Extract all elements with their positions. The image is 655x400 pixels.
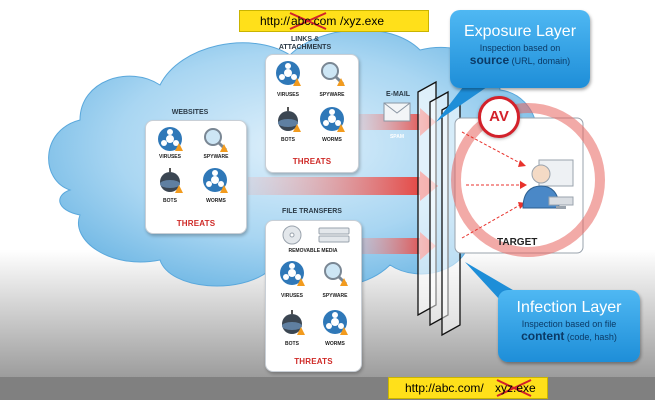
websites-threats: THREATS — [176, 219, 216, 228]
av-badge: AV — [478, 96, 520, 138]
websites-spyware-label: SPYWARE — [203, 154, 229, 160]
infection-bold: content — [521, 329, 565, 343]
files-spyware-label: SPYWARE — [322, 293, 348, 299]
links-panel: VIRUSES SPYWARE BOTS WORMS THREATS — [265, 54, 359, 173]
infection-line1: Inspection based on file — [521, 319, 617, 329]
bug-icon — [323, 310, 348, 335]
magnifier-icon — [321, 62, 345, 86]
links-title-line1: LINKS & — [291, 36, 319, 43]
email-title: E-MAIL — [385, 91, 411, 98]
top-url-domain: abc.com — [291, 14, 337, 28]
drive-icon — [318, 227, 350, 243]
target-label: TARGET — [497, 237, 538, 248]
links-worms-label: WORMS — [322, 137, 342, 143]
infection-title: Infection Layer — [516, 299, 622, 316]
websites-bots-label: BOTS — [163, 198, 177, 204]
links-viruses-label: VIRUSES — [277, 92, 299, 98]
files-viruses-label: VIRUSES — [281, 293, 303, 299]
links-spyware-label: SPYWARE — [319, 92, 345, 98]
files-title: FILE TRANSFERS — [282, 208, 342, 215]
exposure-rest: (URL, domain) — [509, 56, 571, 66]
biohazard-icon — [280, 261, 305, 286]
websites-worms-label: WORMS — [206, 198, 226, 204]
websites-viruses-label: VIRUSES — [159, 154, 181, 160]
files-panel: REMOVABLE MEDIA VIRUSES SPYWARE BOTS WOR… — [265, 220, 362, 372]
magnifier-icon — [324, 262, 348, 286]
files-threats: THREATS — [294, 357, 333, 366]
exposure-title: Exposure Layer — [463, 23, 577, 40]
top-url-path: /xyz.exe — [340, 14, 385, 28]
links-threats: THREATS — [292, 157, 332, 166]
exposure-layer-callout: Exposure Layer Inspection based on sourc… — [450, 10, 590, 88]
bomb-icon — [278, 107, 301, 132]
exposure-bold: source — [469, 53, 510, 67]
bug-icon — [203, 168, 228, 193]
exposure-line1: Inspection based on — [479, 43, 561, 53]
bottom-bar — [0, 377, 655, 400]
links-title: LINKS & ATTACHMENTS — [260, 36, 350, 52]
biohazard-icon — [276, 61, 301, 86]
strike-mark — [289, 12, 327, 30]
bug-icon — [320, 107, 345, 132]
files-worms-label: WORMS — [325, 341, 345, 347]
strike-mark-bottom — [496, 379, 532, 397]
monitor-icon — [548, 196, 574, 209]
links-bots-label: BOTS — [281, 137, 295, 143]
bottom-url-file: xyz.exe — [495, 381, 536, 395]
biohazard-icon — [158, 127, 183, 151]
top-url-box: http:// abc.com /xyz.exe — [239, 10, 429, 32]
disc-icon — [282, 225, 302, 245]
websites-panel: VIRUSES SPYWARE BOTS WORMS THREATS — [145, 120, 247, 234]
infection-layer-callout: Infection Layer Inspection based on file… — [498, 290, 640, 362]
files-bots-label: BOTS — [285, 341, 299, 347]
files-media-label: REMOVABLE MEDIA — [288, 248, 338, 254]
infection-rest: (code, hash) — [564, 332, 617, 342]
bomb-icon — [160, 168, 183, 193]
bottom-url-prefix: http://abc.com/ — [405, 381, 484, 395]
email-spam-label: SPAM — [389, 134, 405, 140]
top-url-prefix: http:// — [260, 14, 291, 28]
websites-title: WEBSITES — [171, 109, 209, 116]
envelope-icon — [383, 102, 411, 122]
bottom-url-box: http://abc.com/ xyz.exe — [388, 377, 548, 399]
links-title-line2: ATTACHMENTS — [278, 44, 332, 51]
bomb-icon — [282, 310, 305, 335]
magnifier-icon — [204, 128, 228, 152]
